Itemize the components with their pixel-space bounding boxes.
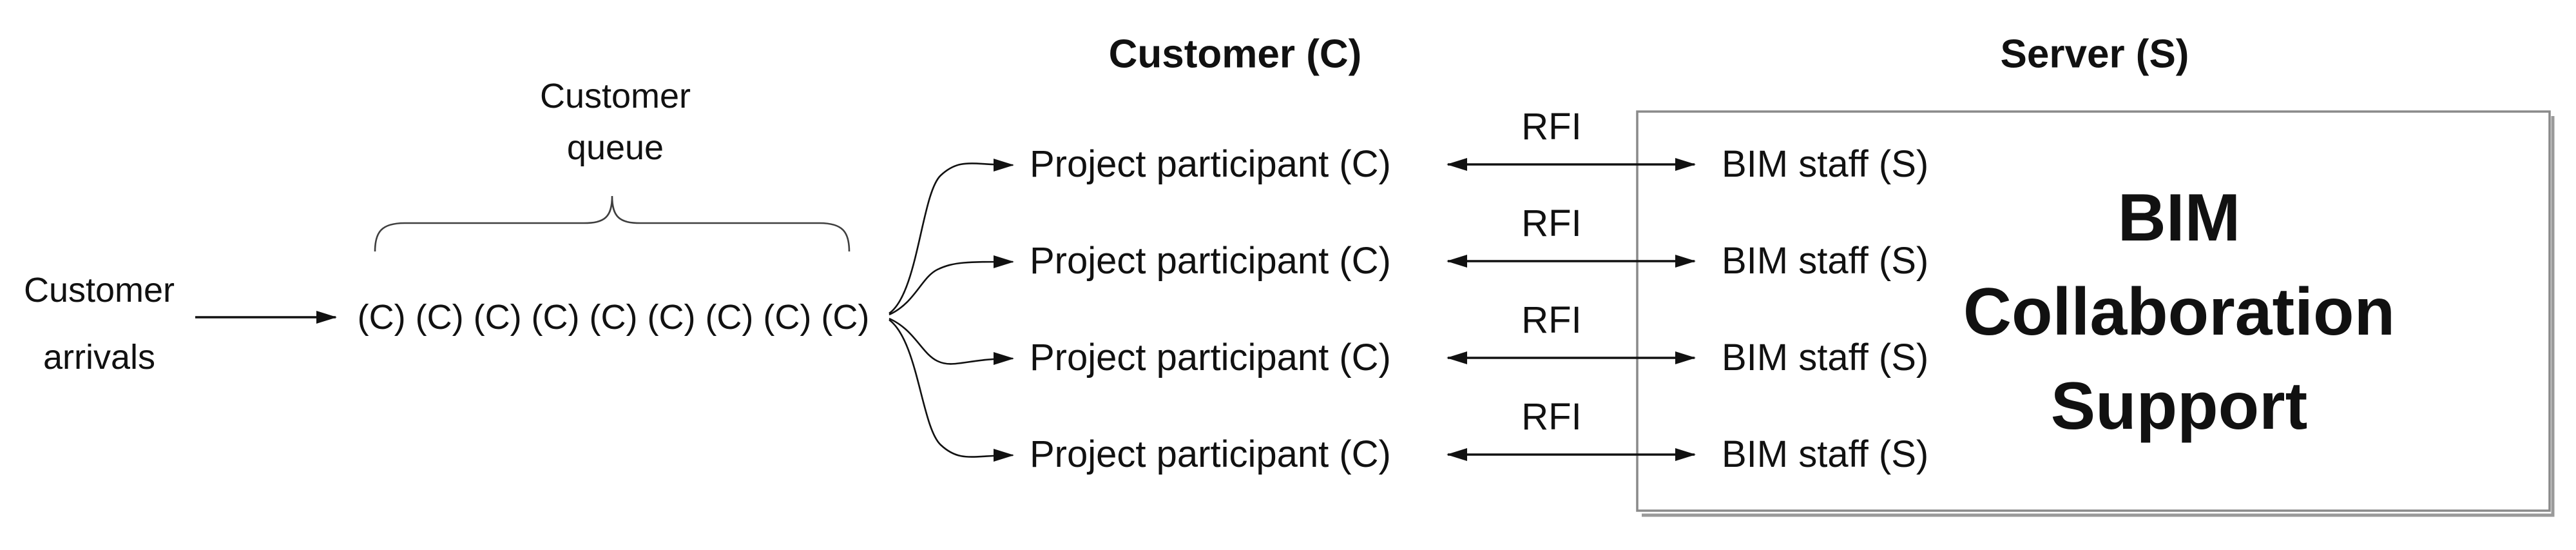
participant-row-4: Project participant (C) [1030, 433, 1391, 476]
rfi-label-4: RFI [1521, 396, 1582, 438]
bim-staff-row-2: BIM staff (S) [1722, 240, 1929, 282]
queue-brace [374, 195, 851, 252]
fan-curve-3 [889, 317, 1014, 366]
server-box [1636, 110, 2551, 512]
rfi-label-2: RFI [1521, 202, 1582, 245]
customer-queue-tokens: (C) (C) (C) (C) (C) (C) (C) (C) (C) [357, 298, 870, 337]
server-box-title: BIM Collaboration Support [1963, 181, 2396, 444]
customer-header: Customer (C) [1108, 32, 1362, 77]
fan-curve-2 [889, 255, 1014, 316]
bim-staff-row-3: BIM staff (S) [1722, 337, 1929, 379]
fan-curve-1 [889, 158, 1014, 315]
rfi-label-3: RFI [1521, 299, 1582, 342]
customer-queue-label: Customer queue [539, 77, 691, 167]
bim-staff-row-1: BIM staff (S) [1722, 143, 1929, 186]
participant-row-3: Project participant (C) [1030, 337, 1391, 379]
rfi-label-1: RFI [1521, 106, 1582, 148]
participant-row-2: Project participant (C) [1030, 240, 1391, 282]
bim-staff-row-4: BIM staff (S) [1722, 433, 1929, 476]
participant-row-1: Project participant (C) [1030, 143, 1391, 186]
server-header: Server (S) [2000, 32, 2189, 77]
server-box-shadow [1642, 116, 2555, 517]
customer-arrivals-label: Customer arrivals [23, 271, 175, 377]
fan-curve-4 [889, 319, 1014, 462]
